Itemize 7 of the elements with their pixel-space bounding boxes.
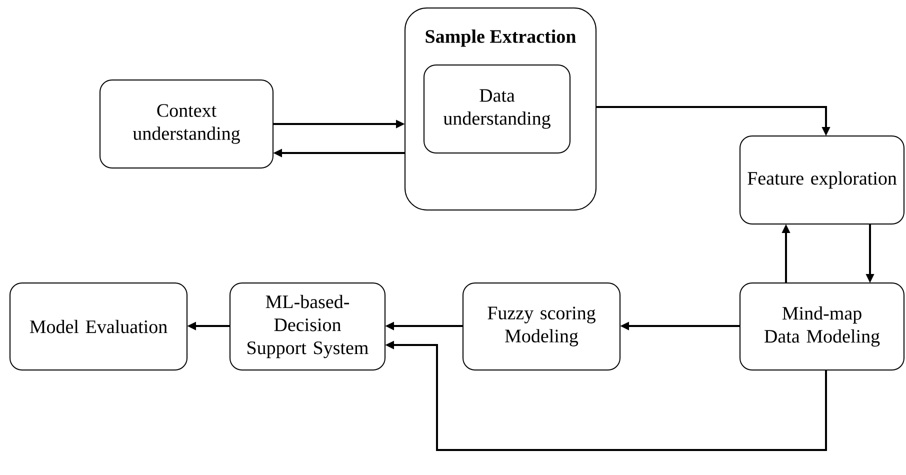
process-box: Data understanding [424,64,570,154]
process-box: Context understanding [100,80,274,168]
process-box: ML-based-Decision Support System [230,282,386,370]
process-box: Feature exploration [740,136,904,224]
process-box: Model Evaluation [10,282,188,370]
process-box: Fuzzy scoring Modeling [462,282,620,370]
process-box: Mind-map Data Modeling [740,282,904,370]
